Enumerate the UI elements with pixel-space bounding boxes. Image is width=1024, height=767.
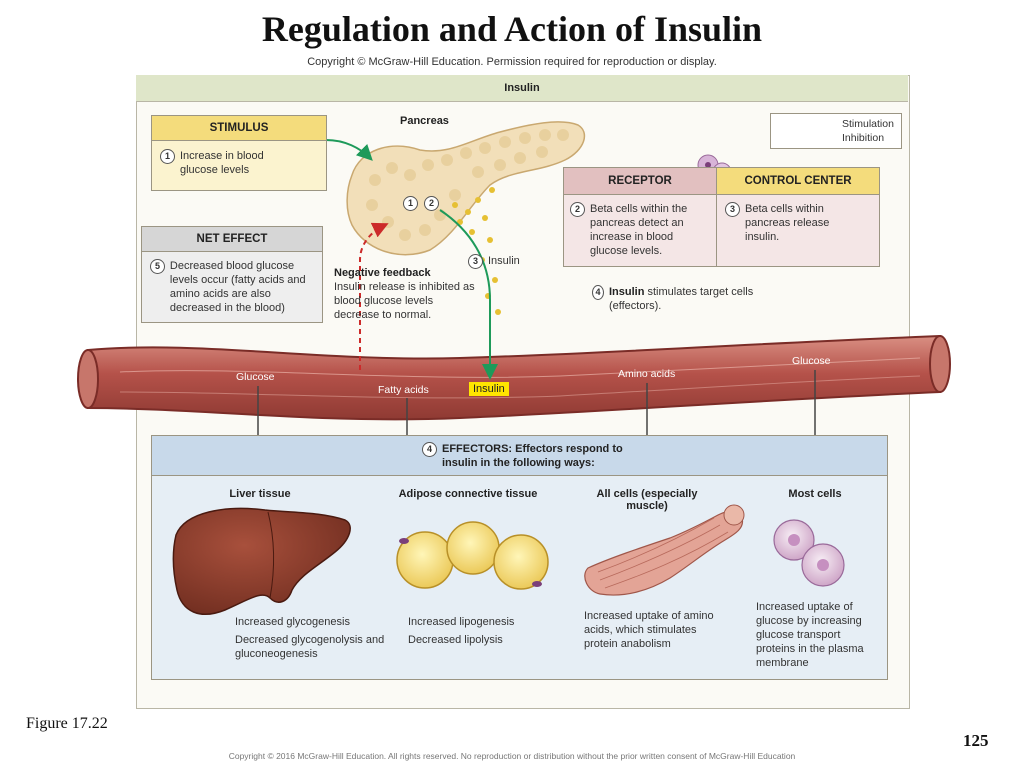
pancreas-illustration — [346, 121, 586, 315]
stimulus-arrow — [325, 139, 373, 161]
net-effect-box: NET EFFECT 5 Decreased blood glucose lev… — [141, 226, 323, 323]
negative-feedback-text: Insulin release is inhibited as blood gl… — [334, 281, 475, 321]
adipose-effect-2: Decreased lipolysis — [408, 634, 503, 646]
page-number: 125 — [963, 731, 989, 750]
negative-feedback-title: Negative feedback — [334, 267, 431, 279]
receptor-title: RECEPTOR — [564, 168, 716, 195]
net-effect-title: NET EFFECT — [142, 227, 322, 252]
figure-header: Insulin — [136, 75, 908, 102]
slide-title: Regulation and Action of Insulin — [261, 9, 763, 49]
effector-all-cells-title: All cells (especially muscle) — [596, 488, 698, 512]
adipose-illustration — [396, 521, 549, 590]
receptor-panel: RECEPTOR 2 Beta cells within the pancrea… — [564, 168, 717, 266]
muscle-illustration — [584, 504, 745, 596]
vessel-label-glucose-left: Glucose — [236, 371, 275, 383]
insulin-release-arrow — [439, 209, 498, 380]
adipose-effect-1: Increased lipogenesis — [408, 616, 515, 628]
pancreas-label: Pancreas — [400, 115, 449, 127]
stimulus-title: STIMULUS — [152, 116, 326, 141]
step-number: 5 — [150, 259, 165, 274]
effectors-header: 4 EFFECTORS: Effectors respond to insuli… — [152, 436, 887, 476]
legend-box — [770, 113, 902, 149]
step4-note: 4 Insulin stimulates target cells (effec… — [592, 285, 762, 313]
legend-stimulation-label: Stimulation — [842, 118, 894, 130]
effector-most-cells-title: Most cells — [788, 488, 842, 500]
liver-effect-1: Increased glycogenesis — [235, 616, 350, 628]
step-number: 3 — [725, 202, 740, 217]
stimulus-text: Increase in blood glucose levels — [180, 150, 264, 176]
step-number: 2 — [570, 202, 585, 217]
step-number: 1 — [160, 149, 175, 164]
step4-bold: Insulin — [608, 286, 645, 298]
most-cells-effect: Increased uptake of glucose by increasin… — [756, 601, 864, 669]
control-center-panel: CONTROL CENTER 3 Beta cells within pancr… — [717, 168, 879, 266]
pancreas-step-2: 2 — [424, 196, 439, 211]
receptor-text: Beta cells within the pancreas detect an… — [590, 203, 688, 257]
control-center-text: Beta cells within pancreas release insul… — [745, 203, 830, 243]
liver-illustration — [172, 507, 351, 615]
pancreas-step-1: 1 — [403, 196, 418, 211]
step-number: 4 — [422, 442, 437, 457]
negative-feedback-note: Negative feedback Insulin release is inh… — [334, 266, 479, 322]
step-number: 3 — [468, 254, 483, 269]
effector-adipose-title: Adipose connective tissue — [398, 488, 538, 500]
vessel-label-insulin: Insulin — [469, 382, 509, 396]
stimulus-box: STIMULUS 1 Increase in blood glucose lev… — [151, 115, 327, 191]
insulin-release-label: 3 Insulin — [468, 254, 520, 269]
negative-feedback-arrow — [359, 222, 389, 370]
vessel-label-glucose-right: Glucose — [792, 355, 831, 367]
insulin-label: Insulin — [488, 255, 520, 267]
effector-liver-title: Liver tissue — [229, 488, 291, 500]
vessel-label-amino-acids: Amino acids — [618, 368, 676, 380]
figure-reference: Figure 17.22 — [26, 715, 108, 732]
step-number: 4 — [592, 285, 604, 300]
legend-inhibition-label: Inhibition — [842, 132, 885, 144]
most-cells-illustration — [773, 519, 845, 587]
liver-effect-2: Decreased glycogenolysis and gluconeogen… — [235, 634, 385, 660]
vessel-label-fatty-acids: Fatty acids — [378, 384, 429, 396]
blood-vessel — [77, 334, 951, 421]
step4-text: stimulates target cells (effectors). — [608, 286, 754, 312]
all-cells-effect: Increased uptake of amino acids, which s… — [584, 610, 714, 650]
copyright-notice-bottom: Copyright © 2016 McGraw-Hill Education. … — [228, 751, 796, 761]
copyright-notice-top: Copyright © McGraw-Hill Education. Permi… — [307, 56, 717, 68]
net-effect-text: Decreased blood glucose levels occur (fa… — [169, 260, 306, 314]
effectors-title: EFFECTORS: Effectors respond to insulin … — [442, 443, 623, 469]
control-center-title: CONTROL CENTER — [717, 168, 879, 195]
receptor-control-box: RECEPTOR 2 Beta cells within the pancrea… — [563, 167, 880, 267]
